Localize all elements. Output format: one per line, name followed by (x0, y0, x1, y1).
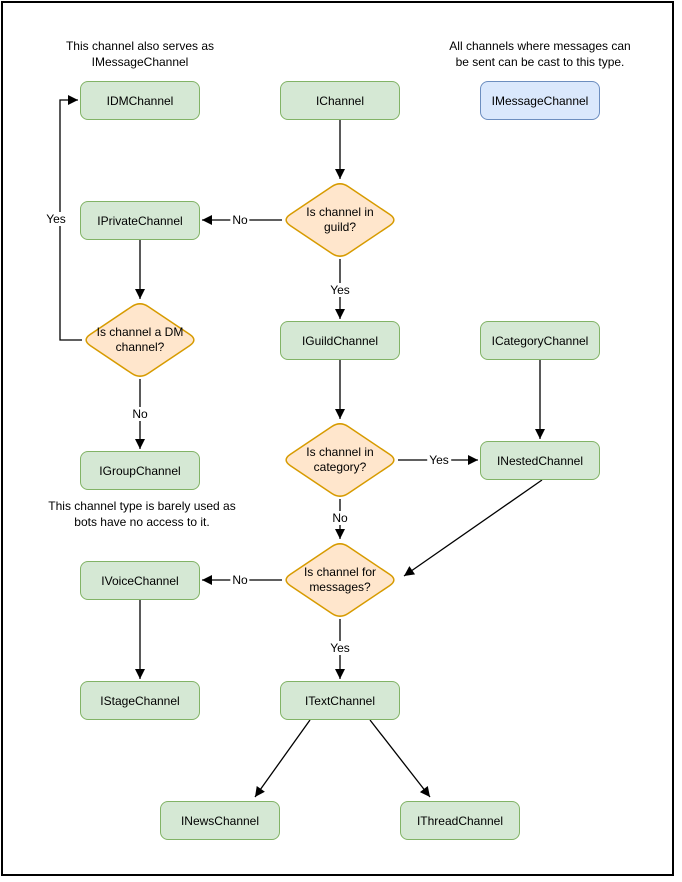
edge-label-messages-yes: Yes (328, 641, 352, 655)
node-idmchannel: IDMChannel (80, 81, 200, 120)
decision-shape-is-channel-in-category (285, 423, 395, 497)
node-istagechannel: IStageChannel (80, 681, 200, 720)
node-inewschannel: INewsChannel (160, 801, 280, 840)
edge-label-guild-no: No (230, 213, 250, 227)
edge-label-dm-yes: Yes (44, 212, 68, 226)
decision-label-is-channel-in-category: Is channel in category? (306, 445, 374, 474)
node-itextchannel: ITextChannel (280, 681, 400, 720)
decision-shape-is-channel-a-dm (85, 303, 195, 377)
node-ithreadchannel: IThreadChannel (400, 801, 520, 840)
decision-label-is-channel-a-dm: Is channel a DM channel? (96, 325, 184, 354)
edge-itextchannel-to-ithreadchannel (369, 719, 431, 798)
node-iprivatechannel: IPrivateChannel (80, 201, 200, 240)
edge-label-category-yes: Yes (427, 453, 451, 467)
node-iguildchannel: IGuildChannel (280, 321, 400, 360)
node-imessagechannel: IMessageChannel (480, 81, 600, 120)
node-ichannel: IChannel (280, 81, 400, 120)
note-idmchannel-serves-imessagechannel: This channel also serves as IMessageChan… (65, 39, 215, 69)
edge-inestedchannel-to-messages-decision (403, 479, 543, 577)
node-igroupchannel: IGroupChannel (80, 451, 200, 490)
decision-label-is-channel-in-guild: Is channel in guild? (306, 205, 374, 234)
decision-shape-is-channel-for-messages (285, 543, 395, 617)
decision-shape-is-channel-in-guild (285, 183, 395, 257)
edge-label-messages-no: No (230, 573, 250, 587)
edge-itextchannel-to-inewschannel (254, 719, 311, 798)
edge-label-category-no: No (330, 511, 350, 525)
edge-label-dm-no: No (130, 407, 150, 421)
decision-label-is-channel-for-messages: Is channel for messages? (303, 565, 377, 594)
edge-label-guild-yes: Yes (328, 283, 352, 297)
note-imessagechannel-cast: All channels where messages can be sent … (449, 39, 631, 69)
node-inestedchannel: INestedChannel (480, 441, 600, 480)
node-ivoicechannel: IVoiceChannel (80, 561, 200, 600)
note-igroupchannel-barely-used: This channel type is barely used as bots… (48, 499, 236, 529)
node-icategorychannel: ICategoryChannel (480, 321, 600, 360)
